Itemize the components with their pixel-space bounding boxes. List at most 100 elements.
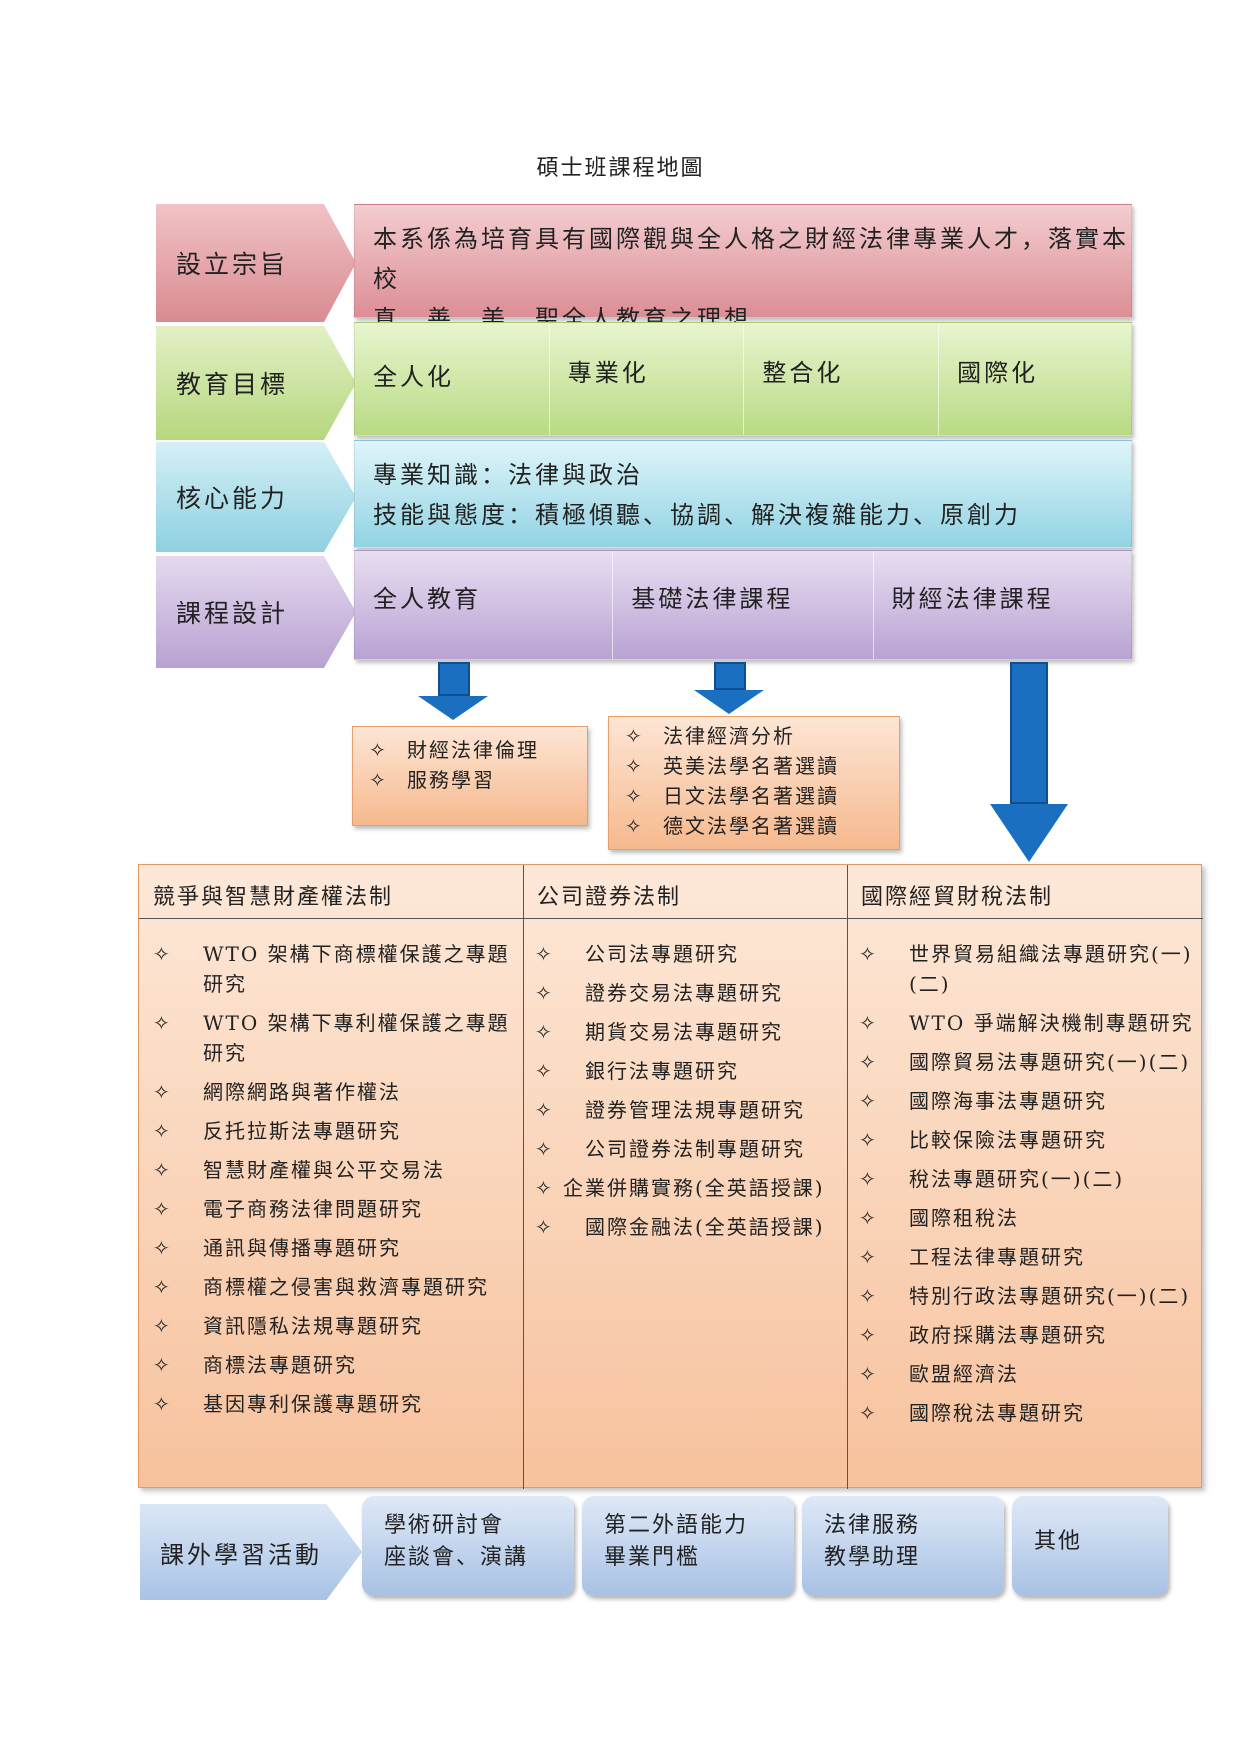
list-item: ✧資訊隱私法規專題研究 <box>153 1311 515 1341</box>
diamond-star-icon: ✧ <box>625 724 644 748</box>
page-title: 碩士班課程地圖 <box>536 156 705 181</box>
arrow-down-icon <box>990 662 1070 862</box>
core-band: 專業知識：法律與政治 技能與態度：積極傾聽、協調、解決複雜能力、原創力 <box>354 440 1132 548</box>
diamond-star-icon: ✧ <box>153 1275 172 1299</box>
mission-band: 本系係為培育具有國際觀與全人格之財經法律專業人才，落實本校 真、善、美、聖全人教… <box>354 204 1132 333</box>
diamond-star-icon: ✧ <box>859 1011 878 1035</box>
list-item: ✧公司法專題研究 <box>535 939 841 969</box>
diamond-star-icon: ✧ <box>859 1050 878 1074</box>
diamond-star-icon: ✧ <box>153 1119 172 1143</box>
list-item: ✧證券管理法規專題研究 <box>535 1095 841 1125</box>
arrow-down-icon <box>418 662 488 724</box>
list-item: ✧證券交易法專題研究 <box>535 978 841 1008</box>
diamond-star-icon: ✧ <box>153 1314 172 1338</box>
list-item: ✧WTO 爭端解決機制專題研究 <box>859 1008 1195 1038</box>
goal-integration: 整合化 <box>744 323 940 435</box>
list-item: ✧通訊與傳播專題研究 <box>153 1233 515 1263</box>
diamond-star-icon: ✧ <box>535 1176 554 1200</box>
extracurricular-item: 學術研討會 座談會、演講 <box>362 1496 574 1596</box>
column-international-trade-tax-law: ✧世界貿易組織法專題研究(一)(二) ✧WTO 爭端解決機制專題研究 ✧國際貿易… <box>859 925 1195 1437</box>
column-ip-law: ✧WTO 架構下商標權保護之專題研究 ✧WTO 架構下專利權保護之專題研究 ✧網… <box>153 925 515 1428</box>
diamond-star-icon: ✧ <box>625 814 644 838</box>
diamond-star-icon: ✧ <box>153 1197 172 1221</box>
list-item: ✧企業併購實務(全英語授課) <box>535 1173 841 1203</box>
list-item: ✧日文法學名著選讀 <box>625 781 899 811</box>
list-item: ✧政府採購法專題研究 <box>859 1320 1195 1350</box>
list-item: ✧公司證券法制專題研究 <box>535 1134 841 1164</box>
list-item: ✧德文法學名著選讀 <box>625 811 899 841</box>
diamond-star-icon: ✧ <box>859 1206 878 1230</box>
diamond-star-icon: ✧ <box>535 1020 554 1044</box>
goals-label: 教育目標 <box>156 326 356 440</box>
list-item: ✧特別行政法專題研究(一)(二) <box>859 1281 1195 1311</box>
extracurricular-label: 課外學習活動 <box>140 1504 362 1600</box>
list-item: ✧基因專利保護專題研究 <box>153 1389 515 1419</box>
list-item: ✧英美法學名著選讀 <box>625 751 899 781</box>
diamond-star-icon: ✧ <box>859 1089 878 1113</box>
extracurricular-item: 其他 <box>1012 1496 1168 1596</box>
arrow-down-icon <box>694 662 764 716</box>
list-item: ✧國際租稅法 <box>859 1203 1195 1233</box>
whole-person-courses-box: ✧財經法律倫理 ✧服務學習 <box>352 726 588 826</box>
goal-international: 國際化 <box>957 359 1039 387</box>
list-item: ✧國際稅法專題研究 <box>859 1398 1195 1428</box>
list-item: ✧稅法專題研究(一)(二) <box>859 1164 1195 1194</box>
list-item: ✧服務學習 <box>369 765 587 795</box>
list-item: ✧電子商務法律問題研究 <box>153 1194 515 1224</box>
core-line-2: 技能與態度：積極傾聽、協調、解決複雜能力、原創力 <box>373 501 1021 529</box>
list-item: ✧WTO 架構下專利權保護之專題研究 <box>153 1008 515 1068</box>
mission-line-1: 本系係為培育具有國際觀與全人格之財經法律專業人才，落實本校 <box>373 225 1129 293</box>
extracurricular-item: 第二外語能力 畢業門檻 <box>582 1496 794 1596</box>
diamond-star-icon: ✧ <box>859 1362 878 1386</box>
diamond-star-icon: ✧ <box>153 1236 172 1260</box>
list-item: ✧歐盟經濟法 <box>859 1359 1195 1389</box>
list-item: ✧比較保險法專題研究 <box>859 1125 1195 1155</box>
mission-label: 設立宗旨 <box>156 204 356 322</box>
diamond-star-icon: ✧ <box>625 754 644 778</box>
diamond-star-icon: ✧ <box>535 1098 554 1122</box>
list-item: ✧商標法專題研究 <box>153 1350 515 1380</box>
diamond-star-icon: ✧ <box>535 1059 554 1083</box>
list-item: ✧期貨交易法專題研究 <box>535 1017 841 1047</box>
list-item: ✧國際金融法(全英語授課) <box>535 1212 841 1242</box>
design-label: 課程設計 <box>156 556 356 668</box>
list-item: ✧世界貿易組織法專題研究(一)(二) <box>859 939 1195 999</box>
diamond-star-icon: ✧ <box>153 1080 172 1104</box>
list-item: ✧WTO 架構下商標權保護之專題研究 <box>153 939 515 999</box>
design-whole-person: 全人教育 <box>355 551 614 659</box>
diamond-star-icon: ✧ <box>153 1011 172 1035</box>
diamond-star-icon: ✧ <box>859 1128 878 1152</box>
design-basic-law: 基礎法律課程 <box>613 551 874 659</box>
list-item: ✧國際海事法專題研究 <box>859 1086 1195 1116</box>
diamond-star-icon: ✧ <box>153 1353 172 1377</box>
diamond-star-icon: ✧ <box>535 1215 554 1239</box>
basic-law-courses-box: ✧法律經濟分析 ✧英美法學名著選讀 ✧日文法學名著選讀 ✧德文法學名著選讀 <box>608 716 900 850</box>
list-item: ✧國際貿易法專題研究(一)(二) <box>859 1047 1195 1077</box>
diamond-star-icon: ✧ <box>153 1158 172 1182</box>
diamond-star-icon: ✧ <box>859 1323 878 1347</box>
diamond-star-icon: ✧ <box>535 981 554 1005</box>
diamond-star-icon: ✧ <box>535 1137 554 1161</box>
goals-band: 全人化 專業化 整合化 國際化 <box>354 322 1132 436</box>
design-finance-law: 財經法律課程 <box>891 585 1054 613</box>
core-line-1: 專業知識：法律與政治 <box>373 461 643 489</box>
diamond-star-icon: ✧ <box>369 768 388 792</box>
column-header: 國際經貿財稅法制 <box>847 865 1203 919</box>
extracurricular-item: 法律服務 教學助理 <box>802 1496 1004 1596</box>
list-item: ✧法律經濟分析 <box>625 721 899 751</box>
list-item: ✧反托拉斯法專題研究 <box>153 1116 515 1146</box>
diamond-star-icon: ✧ <box>535 942 554 966</box>
goal-whole-person: 全人化 <box>355 323 550 435</box>
diamond-star-icon: ✧ <box>859 1284 878 1308</box>
list-item: ✧智慧財產權與公平交易法 <box>153 1155 515 1185</box>
list-item: ✧商標權之侵害與救濟專題研究 <box>153 1272 515 1302</box>
core-label: 核心能力 <box>156 442 356 552</box>
list-item: ✧網際網路與著作權法 <box>153 1077 515 1107</box>
column-company-securities-law: ✧公司法專題研究 ✧證券交易法專題研究 ✧期貨交易法專題研究 ✧銀行法專題研究 … <box>535 925 841 1251</box>
diamond-star-icon: ✧ <box>859 1245 878 1269</box>
column-header: 公司證券法制 <box>523 865 847 919</box>
goal-professional: 專業化 <box>550 323 745 435</box>
list-item: ✧財經法律倫理 <box>369 735 587 765</box>
design-band: 全人教育 基礎法律課程 財經法律課程 <box>354 550 1132 660</box>
column-header: 競爭與智慧財產權法制 <box>139 865 523 919</box>
